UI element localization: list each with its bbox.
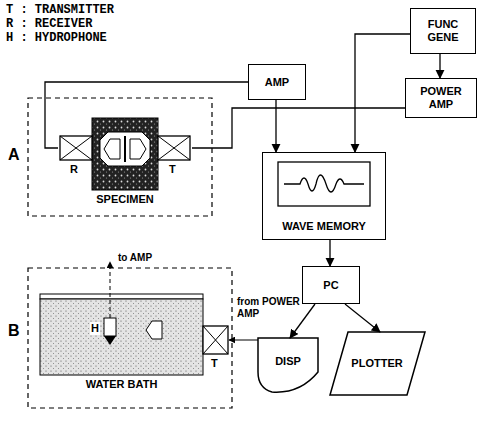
hydrophone-lead <box>110 262 111 318</box>
bath-inner-transducer <box>146 321 162 339</box>
transducer-cross <box>203 326 228 354</box>
transmitter-transducer <box>158 136 190 160</box>
inner-transducer <box>130 139 146 159</box>
water <box>40 299 203 375</box>
region-letter: B <box>8 322 20 340</box>
node-label: WAVE MEMORY <box>282 220 366 233</box>
hydrophone-tip <box>104 336 116 345</box>
cavity-rod <box>124 136 126 162</box>
transducer-cross <box>158 136 190 160</box>
node-label: SPECIMEN <box>94 193 155 206</box>
signal-wire <box>439 54 440 78</box>
legend-entry: T : TRANSMITTER <box>6 4 114 18</box>
power-lead <box>229 340 262 341</box>
power-amp-box: POWER AMP <box>405 78 477 118</box>
wave-memory-box: WAVE MEMORY <box>262 152 386 240</box>
transducer-letter: T <box>210 357 219 370</box>
region-letter: A <box>8 146 20 164</box>
plotter-outline <box>330 332 425 395</box>
memory-screen <box>278 162 370 206</box>
specimen-cavity <box>100 132 150 166</box>
signal-note: to AMP <box>117 252 153 264</box>
plotter-shape: PLOTTER <box>336 332 418 395</box>
hydrophone-letter: H <box>90 322 100 335</box>
amplifier-box: AMP <box>248 64 306 100</box>
node-label: WATER BATH <box>84 378 160 391</box>
signal-note: from POWER AMP <box>236 296 302 319</box>
node-label: DISP <box>275 355 301 368</box>
transducer-letter: R <box>70 163 78 176</box>
transducer-letter: T <box>169 163 176 176</box>
water-bath: WATER BATH <box>40 294 203 375</box>
waveform <box>284 175 364 192</box>
region-b <box>28 268 232 408</box>
signal-wire <box>345 304 380 332</box>
node-label: FUNC GENE <box>413 18 473 43</box>
inner-transducer <box>104 139 120 159</box>
specimen-assembly: SPECIMEN <box>58 118 192 190</box>
node-label: AMP <box>265 76 289 89</box>
bath-lid <box>40 294 203 299</box>
node-label: PLOTTER <box>351 357 402 370</box>
specimen-block <box>92 118 158 190</box>
bath-transmitter <box>203 326 228 354</box>
function-generator: FUNC GENE <box>410 8 476 54</box>
legend-entry: R : RECEIVER <box>6 18 92 32</box>
signal-wire <box>355 34 410 152</box>
signal-wire <box>329 240 330 266</box>
display-outline <box>258 338 318 392</box>
signal-wire <box>45 82 248 148</box>
node-label: POWER AMP <box>408 85 474 110</box>
receiver-transducer <box>60 136 92 160</box>
pc-box: PC <box>302 266 360 304</box>
legend-entry: H : HYDROPHONE <box>6 32 107 46</box>
node-label: PC <box>323 279 338 292</box>
transducer-cross <box>60 136 92 160</box>
signal-wire <box>192 108 405 148</box>
hydrophone <box>104 318 116 336</box>
display-monitor: DISP <box>258 338 318 384</box>
region-a <box>28 98 212 216</box>
